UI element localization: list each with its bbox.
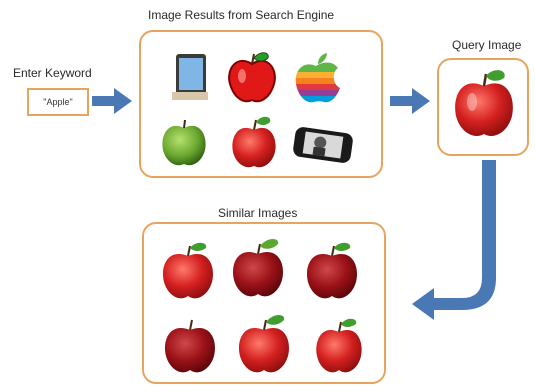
arrow-to-similar: [412, 160, 496, 320]
keyword-input[interactable]: "Apple": [27, 88, 89, 116]
similar-apple-6: [316, 318, 362, 373]
ipad-image: [172, 54, 208, 100]
query-image-label: Query Image: [452, 38, 522, 52]
enter-keyword-label: Enter Keyword: [13, 66, 92, 80]
arrow-to-results: [92, 88, 132, 114]
results-title: Image Results from Search Engine: [148, 8, 335, 22]
similar-apple-2: [233, 239, 283, 297]
green-apple-image: [162, 119, 206, 166]
red-apple-image: [232, 116, 276, 168]
arrow-to-query: [390, 88, 430, 114]
similar-images-label: Similar Images: [218, 206, 298, 220]
similar-apple-1: [163, 242, 213, 299]
iphone-image: [293, 127, 353, 163]
similar-apple-4: [165, 319, 215, 373]
cartoon-apple-image: [228, 52, 276, 103]
query-apple-image: [455, 70, 513, 136]
similar-apple-3: [307, 242, 357, 299]
similar-apple-5: [239, 315, 289, 373]
apple-logo-image: [295, 53, 340, 103]
